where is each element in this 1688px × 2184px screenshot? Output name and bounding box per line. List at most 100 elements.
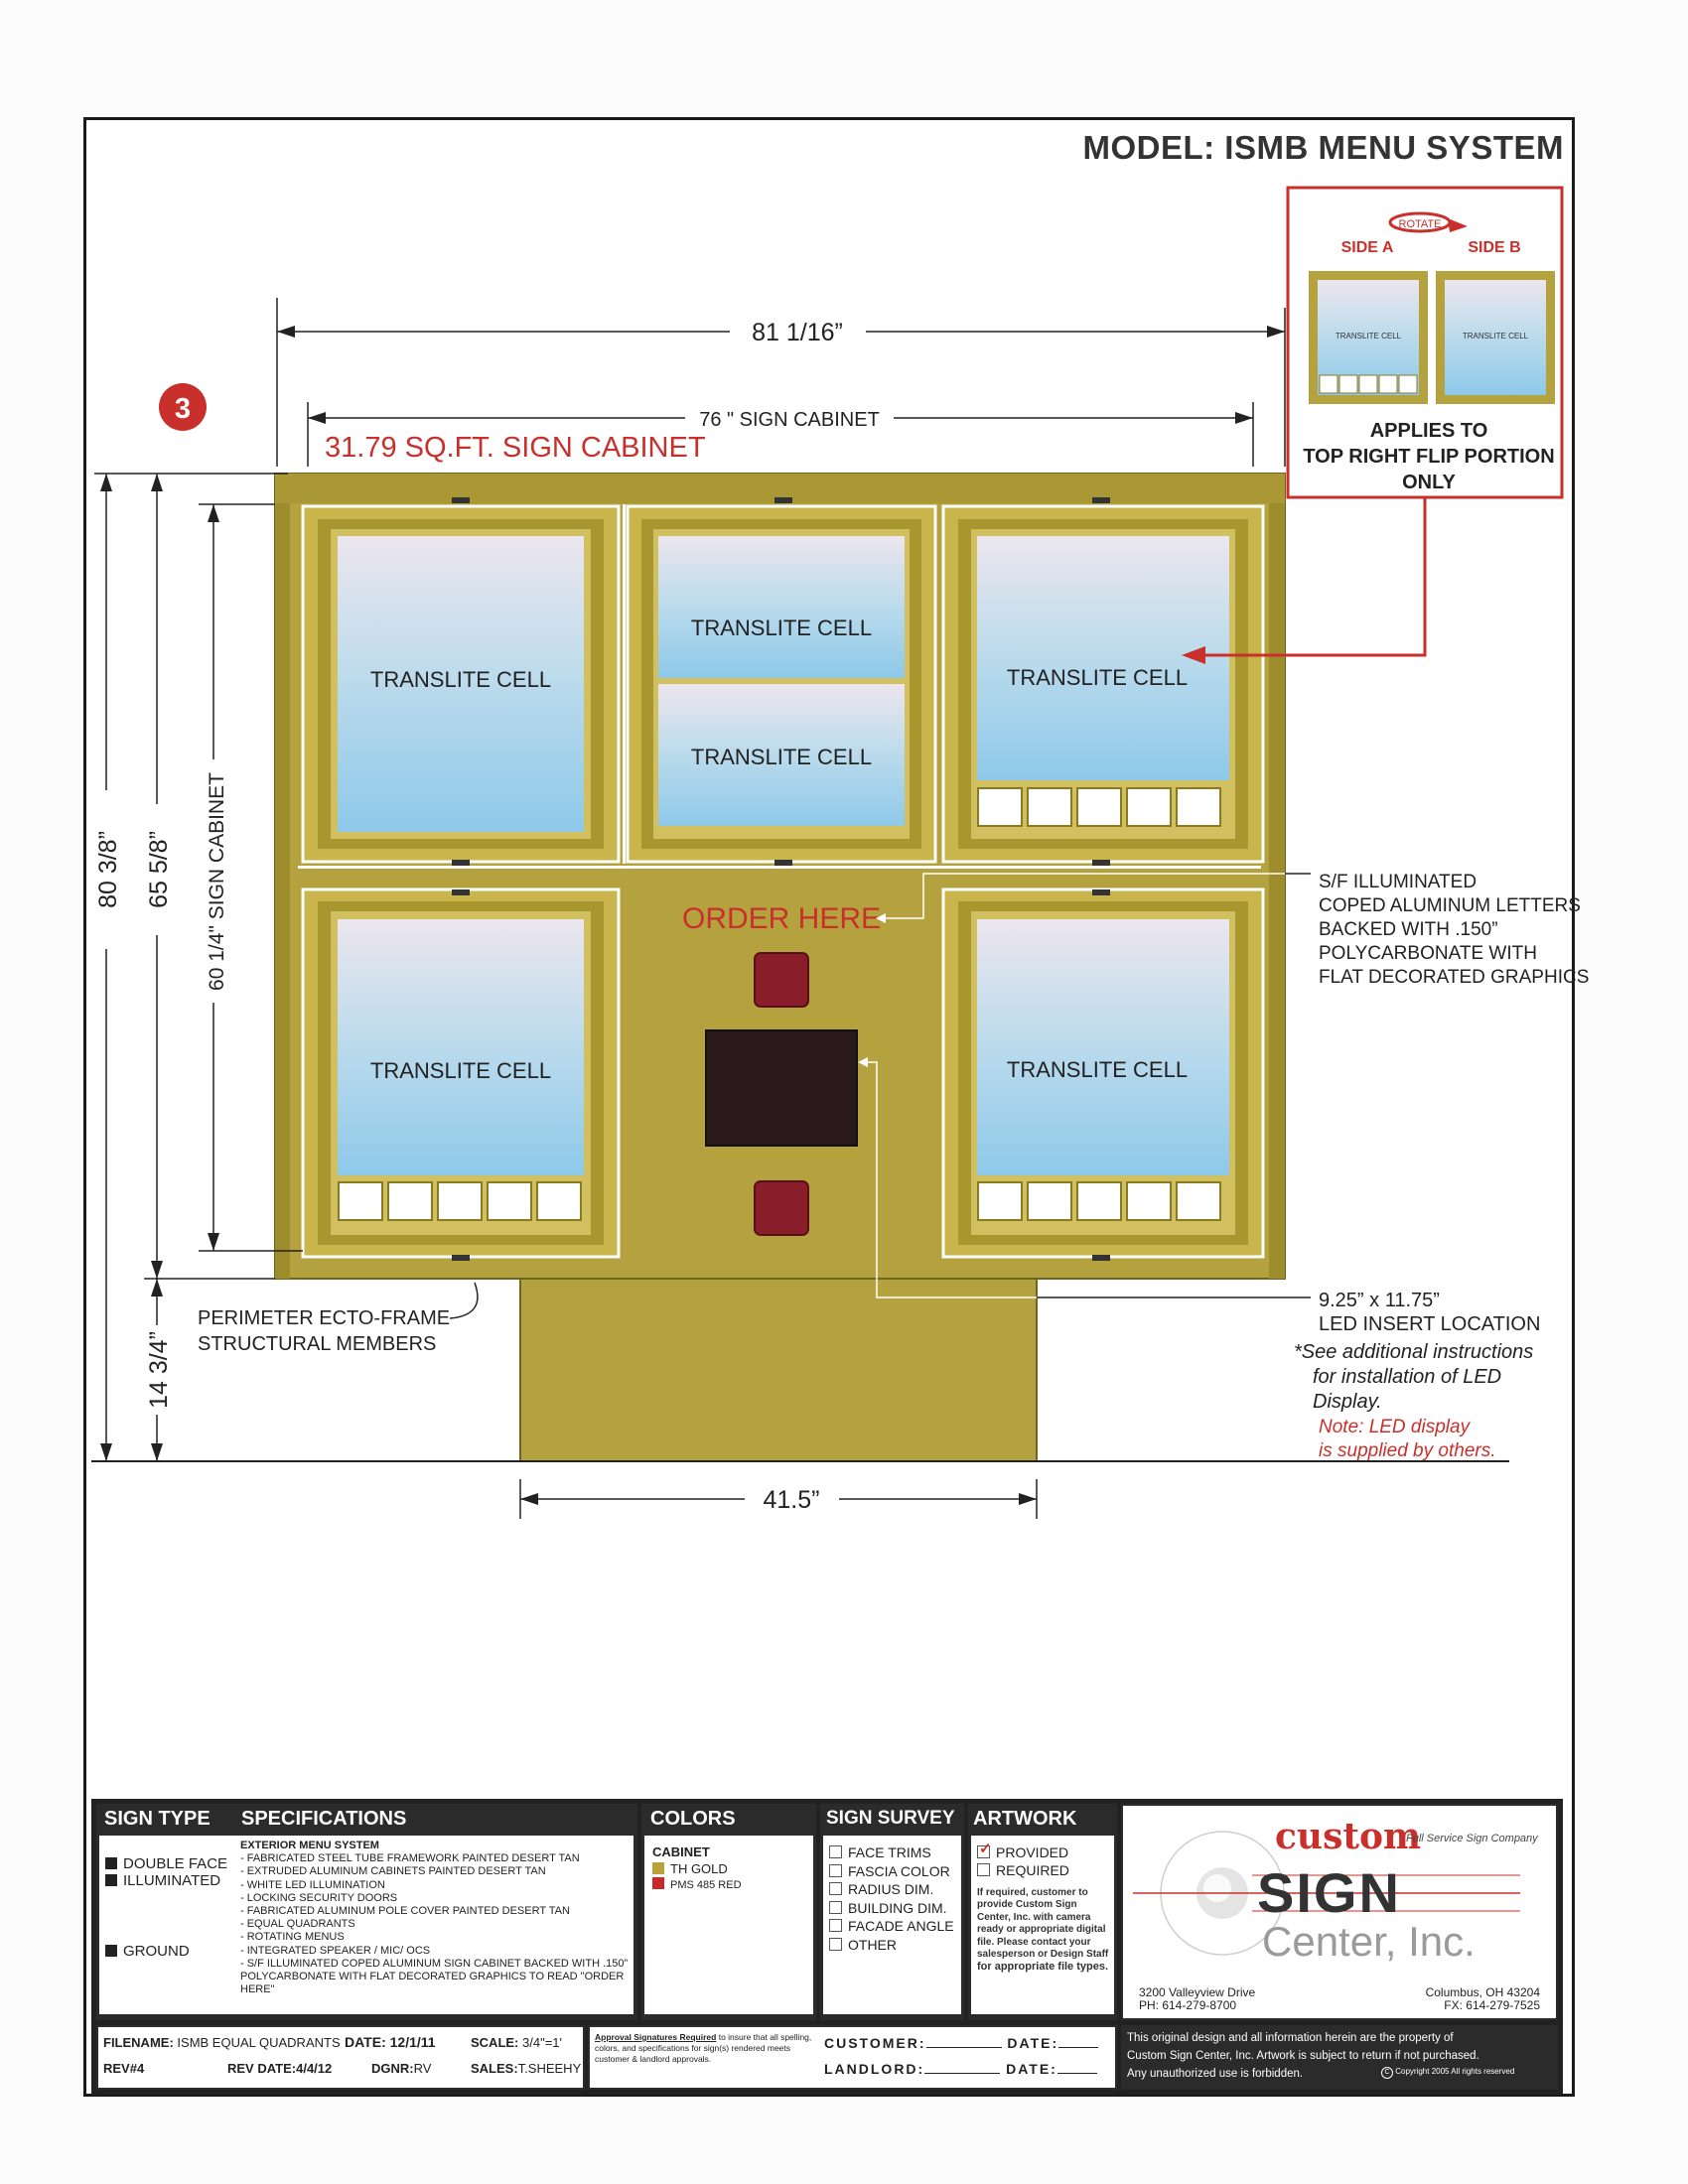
- inset-leader: [1201, 497, 1427, 657]
- artwork-required-checkbox[interactable]: REQUIRED: [977, 1861, 1069, 1879]
- svg-text:POLYCARBONATE WITH: POLYCARBONATE WITH: [1319, 943, 1537, 964]
- cell-label: TRANSLITE CELL: [691, 615, 872, 640]
- color-swatch-red: PMS 485 RED: [652, 1877, 742, 1894]
- letters-note: S/F ILLUMINATED COPED ALUMINUM LETTERS B…: [1319, 872, 1589, 988]
- revision-field: REV#4: [103, 2061, 145, 2076]
- cabinet-left-return: [275, 474, 290, 1279]
- led-note: 9.25” x 11.75” LED INSERT LOCATION *See …: [1294, 1290, 1540, 1461]
- quadrant-divider-vertical: [623, 504, 626, 864]
- sign-type-ground: GROUND: [105, 1944, 190, 1959]
- customer-signature-field[interactable]: CUSTOMER: DATE:: [824, 2035, 1099, 2051]
- speaker-bottom: [754, 1180, 809, 1236]
- svg-text:SIDE A: SIDE A: [1341, 239, 1394, 256]
- approval-panel: Approval Signatures Required to insure t…: [588, 2025, 1117, 2090]
- artwork-provided-checkbox[interactable]: ✓PROVIDED: [977, 1841, 1069, 1860]
- colors-panel: COLORS CABINET TH GOLD PMS 485 RED: [641, 1804, 816, 2020]
- total-cabinet-height-label: 65 5/8”: [145, 831, 173, 908]
- copyright-icon: C: [1381, 2067, 1393, 2079]
- survey-building-dim[interactable]: BUILDING DIM.: [829, 1899, 954, 1918]
- svg-text:*See additional instructions: *See additional instructions: [1294, 1341, 1533, 1363]
- pole-cover: [519, 1278, 1038, 1462]
- frame-clips: [452, 497, 1110, 1261]
- speaker-top: [754, 952, 809, 1008]
- dimension-pole-height: 14 3/4”: [144, 1278, 275, 1461]
- led-segment-row: [338, 1181, 582, 1221]
- frame-note-line1: PERIMETER ECTO-FRAME: [198, 1307, 450, 1329]
- dimension-pole-width: 41.5”: [519, 1479, 1038, 1519]
- svg-text:APPLIES TO: APPLIES TO: [1370, 420, 1488, 442]
- company-city: Columbus, OH 43204 FX: 614-279-7525: [1425, 1985, 1540, 2012]
- svg-text:is supplied by others.: is supplied by others.: [1319, 1440, 1496, 1461]
- colors-header: COLORS: [650, 1808, 736, 1830]
- mini-cell-side-b: TRANSLITE CELL: [1436, 271, 1555, 404]
- svg-text:COPED ALUMINUM LETTERS: COPED ALUMINUM LETTERS: [1319, 895, 1581, 916]
- rotate-inset: ROTATE SIDE A SIDE B TRANSLITE CELL TRAN…: [1286, 186, 1564, 499]
- company-address: 3200 Valleyview Drive PH: 614-279-8700: [1139, 1985, 1256, 2012]
- svg-text:for installation of LED: for installation of LED: [1313, 1366, 1501, 1388]
- colors-cabinet-title: CABINET: [652, 1844, 710, 1859]
- sales-field: SALES:T.SHEEHY: [471, 2061, 582, 2076]
- survey-radius-dim[interactable]: RADIUS DIM.: [829, 1880, 954, 1899]
- survey-panel: SIGN SURVEY FACE TRIMS FASCIA COLOR RADI…: [820, 1804, 964, 2020]
- rev-date-field: REV DATE:4/4/12: [227, 2061, 333, 2076]
- cabinet-width-label: 76 " SIGN CABINET: [699, 409, 880, 431]
- dimension-total-cabinet-height: 65 5/8”: [145, 474, 173, 1279]
- survey-fascia-color[interactable]: FASCIA COLOR: [829, 1862, 954, 1881]
- landlord-signature-field[interactable]: LANDLORD: DATE:: [824, 2061, 1097, 2077]
- led-segment-row: [977, 787, 1221, 827]
- quadrant-divider-horizontal: [298, 866, 1261, 869]
- scale-field: SCALE: 3/4"=1': [471, 2035, 563, 2050]
- cell-label: TRANSLITE CELL: [691, 745, 872, 769]
- svg-text:Display.: Display.: [1313, 1391, 1382, 1413]
- logo-tagline: Full Service Sign Company: [1406, 1833, 1538, 1844]
- model-title: MODEL: ISMB MENU SYSTEM: [1082, 129, 1564, 166]
- callout-badge-number: 3: [175, 393, 191, 425]
- spec-list: EXTERIOR MENU SYSTEM - FABRICATED STEEL …: [240, 1840, 629, 1996]
- logo-custom: custom: [1275, 1816, 1422, 1857]
- translite-cell-top-right: TRANSLITE CELL: [941, 504, 1265, 864]
- specifications-header: SPECIFICATIONS: [241, 1808, 407, 1830]
- dimension-cabinet-height: 60 1/4" SIGN CABINET: [199, 503, 303, 1252]
- color-swatch-gold: TH GOLD: [652, 1860, 742, 1877]
- svg-text:Note: LED display: Note: LED display: [1319, 1417, 1472, 1437]
- overall-height-label: 80 3/8”: [94, 831, 122, 908]
- survey-face-trims[interactable]: FACE TRIMS: [829, 1843, 954, 1862]
- svg-text:BACKED WITH .150”: BACKED WITH .150”: [1319, 919, 1498, 940]
- cell-label: TRANSLITE CELL: [1007, 1057, 1188, 1082]
- cell-label: TRANSLITE CELL: [370, 1058, 551, 1083]
- svg-text:TRANSLITE CELL: TRANSLITE CELL: [1336, 332, 1402, 341]
- filename-field: FILENAME: ISMB EQUAL QUADRANTS: [103, 2035, 341, 2050]
- survey-facade-angle[interactable]: FACADE ANGLE: [829, 1917, 954, 1936]
- svg-text:FLAT DECORATED GRAPHICS: FLAT DECORATED GRAPHICS: [1319, 967, 1589, 988]
- svg-text:SIDE B: SIDE B: [1468, 239, 1520, 256]
- svg-text:LED INSERT LOCATION: LED INSERT LOCATION: [1319, 1313, 1540, 1335]
- svg-text:ONLY: ONLY: [1402, 472, 1456, 493]
- date-field: DATE: 12/1/11: [345, 2034, 436, 2050]
- survey-other[interactable]: OTHER: [829, 1936, 954, 1955]
- sign-type-double-face: DOUBLE FACE: [105, 1855, 227, 1872]
- logo-graphic: [1133, 1831, 1520, 1956]
- property-notice: This original design and all information…: [1127, 2032, 1479, 2080]
- sign-survey-header: SIGN SURVEY: [826, 1808, 955, 1829]
- file-info-panel: FILENAME: ISMB EQUAL QUADRANTS DATE: 12/…: [96, 2025, 585, 2090]
- area-label: 31.79 SQ.FT. SIGN CABINET: [325, 432, 706, 464]
- sign-type-illuminated: ILLUMINATED: [105, 1872, 227, 1889]
- logo-sign: SIGN: [1257, 1861, 1401, 1924]
- cabinet-right-return: [1269, 474, 1285, 1279]
- property-notice-panel: This original design and all information…: [1121, 2025, 1558, 2090]
- led-segment-row: [977, 1181, 1221, 1221]
- pole-height-label: 14 3/4”: [145, 1331, 173, 1409]
- translite-cell-top-middle: TRANSLITE CELL TRANSLITE CELL: [626, 504, 937, 864]
- svg-text:S/F ILLUMINATED: S/F ILLUMINATED: [1319, 872, 1477, 892]
- led-display-insert: [705, 1029, 858, 1147]
- dimension-overall-width: 81 1/16”: [276, 298, 1286, 467]
- overall-width-label: 81 1/16”: [752, 319, 843, 346]
- cell-label: TRANSLITE CELL: [370, 667, 551, 692]
- approval-text: Approval Signatures Required to insure t…: [595, 2032, 812, 2064]
- translite-cell-top-left: TRANSLITE CELL: [301, 504, 621, 864]
- mini-cell-side-a: TRANSLITE CELL: [1309, 271, 1428, 404]
- order-here-text: ORDER HERE: [682, 902, 881, 935]
- letters-leader: [881, 873, 1311, 919]
- artwork-note: If required, customer to provide Custom …: [977, 1887, 1109, 1974]
- dimension-cabinet-width: 76 " SIGN CABINET: [307, 402, 1254, 467]
